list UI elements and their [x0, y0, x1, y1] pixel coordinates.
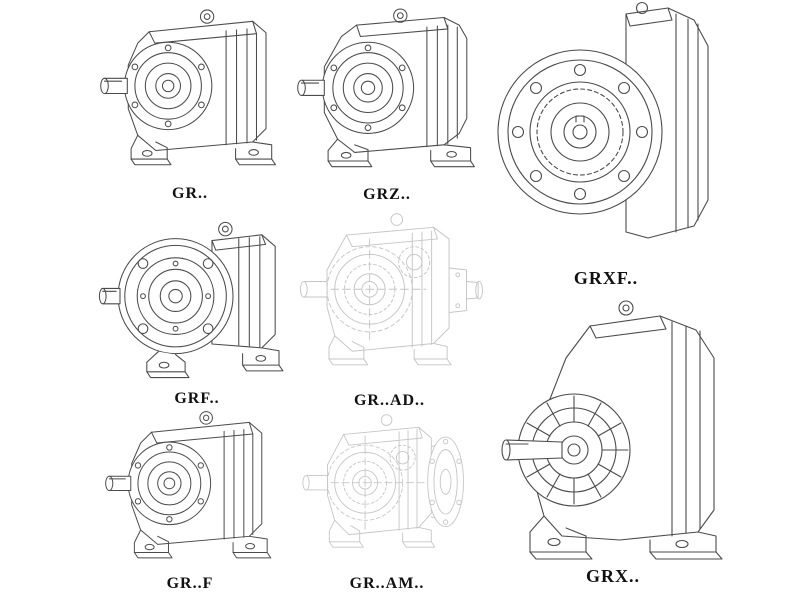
gearbox-drawing-grx	[498, 296, 728, 564]
model-label-gr-ad: GR..AD..	[353, 392, 426, 409]
gearbox-grx-illustration	[501, 300, 723, 560]
gearbox-grz-illustration	[297, 8, 475, 168]
model-label-gr-f: GR..F	[166, 575, 214, 592]
gearbox-gr-am-illustration	[302, 414, 464, 548]
gearbox-drawing-grz	[292, 4, 482, 184]
gearbox-grxf-illustration	[497, 1, 709, 239]
gearbox-drawing-gr-ad	[287, 206, 492, 390]
model-label-grz: GRZ..	[363, 186, 411, 203]
model-label-grx: GRX..	[586, 566, 640, 586]
gearbox-drawing-gr	[95, 4, 285, 184]
gearbox-drawing-grxf	[495, 0, 717, 262]
model-label-gr-am: GR..AM..	[349, 575, 425, 592]
gearbox-drawing-gr-am	[287, 404, 487, 574]
gearbox-drawing-grf	[97, 208, 302, 390]
gearbox-gr-illustration	[100, 9, 277, 166]
gearbox-grf-illustration	[98, 221, 284, 379]
model-label-grf: GRF..	[174, 390, 220, 407]
gearbox-gr-ad-illustration	[299, 213, 483, 366]
model-label-gr: GR..	[172, 185, 208, 202]
gearbox-drawing-gr-f	[95, 408, 285, 574]
gearbox-gr-f-illustration	[105, 411, 272, 559]
model-label-grxf: GRXF..	[573, 268, 639, 288]
